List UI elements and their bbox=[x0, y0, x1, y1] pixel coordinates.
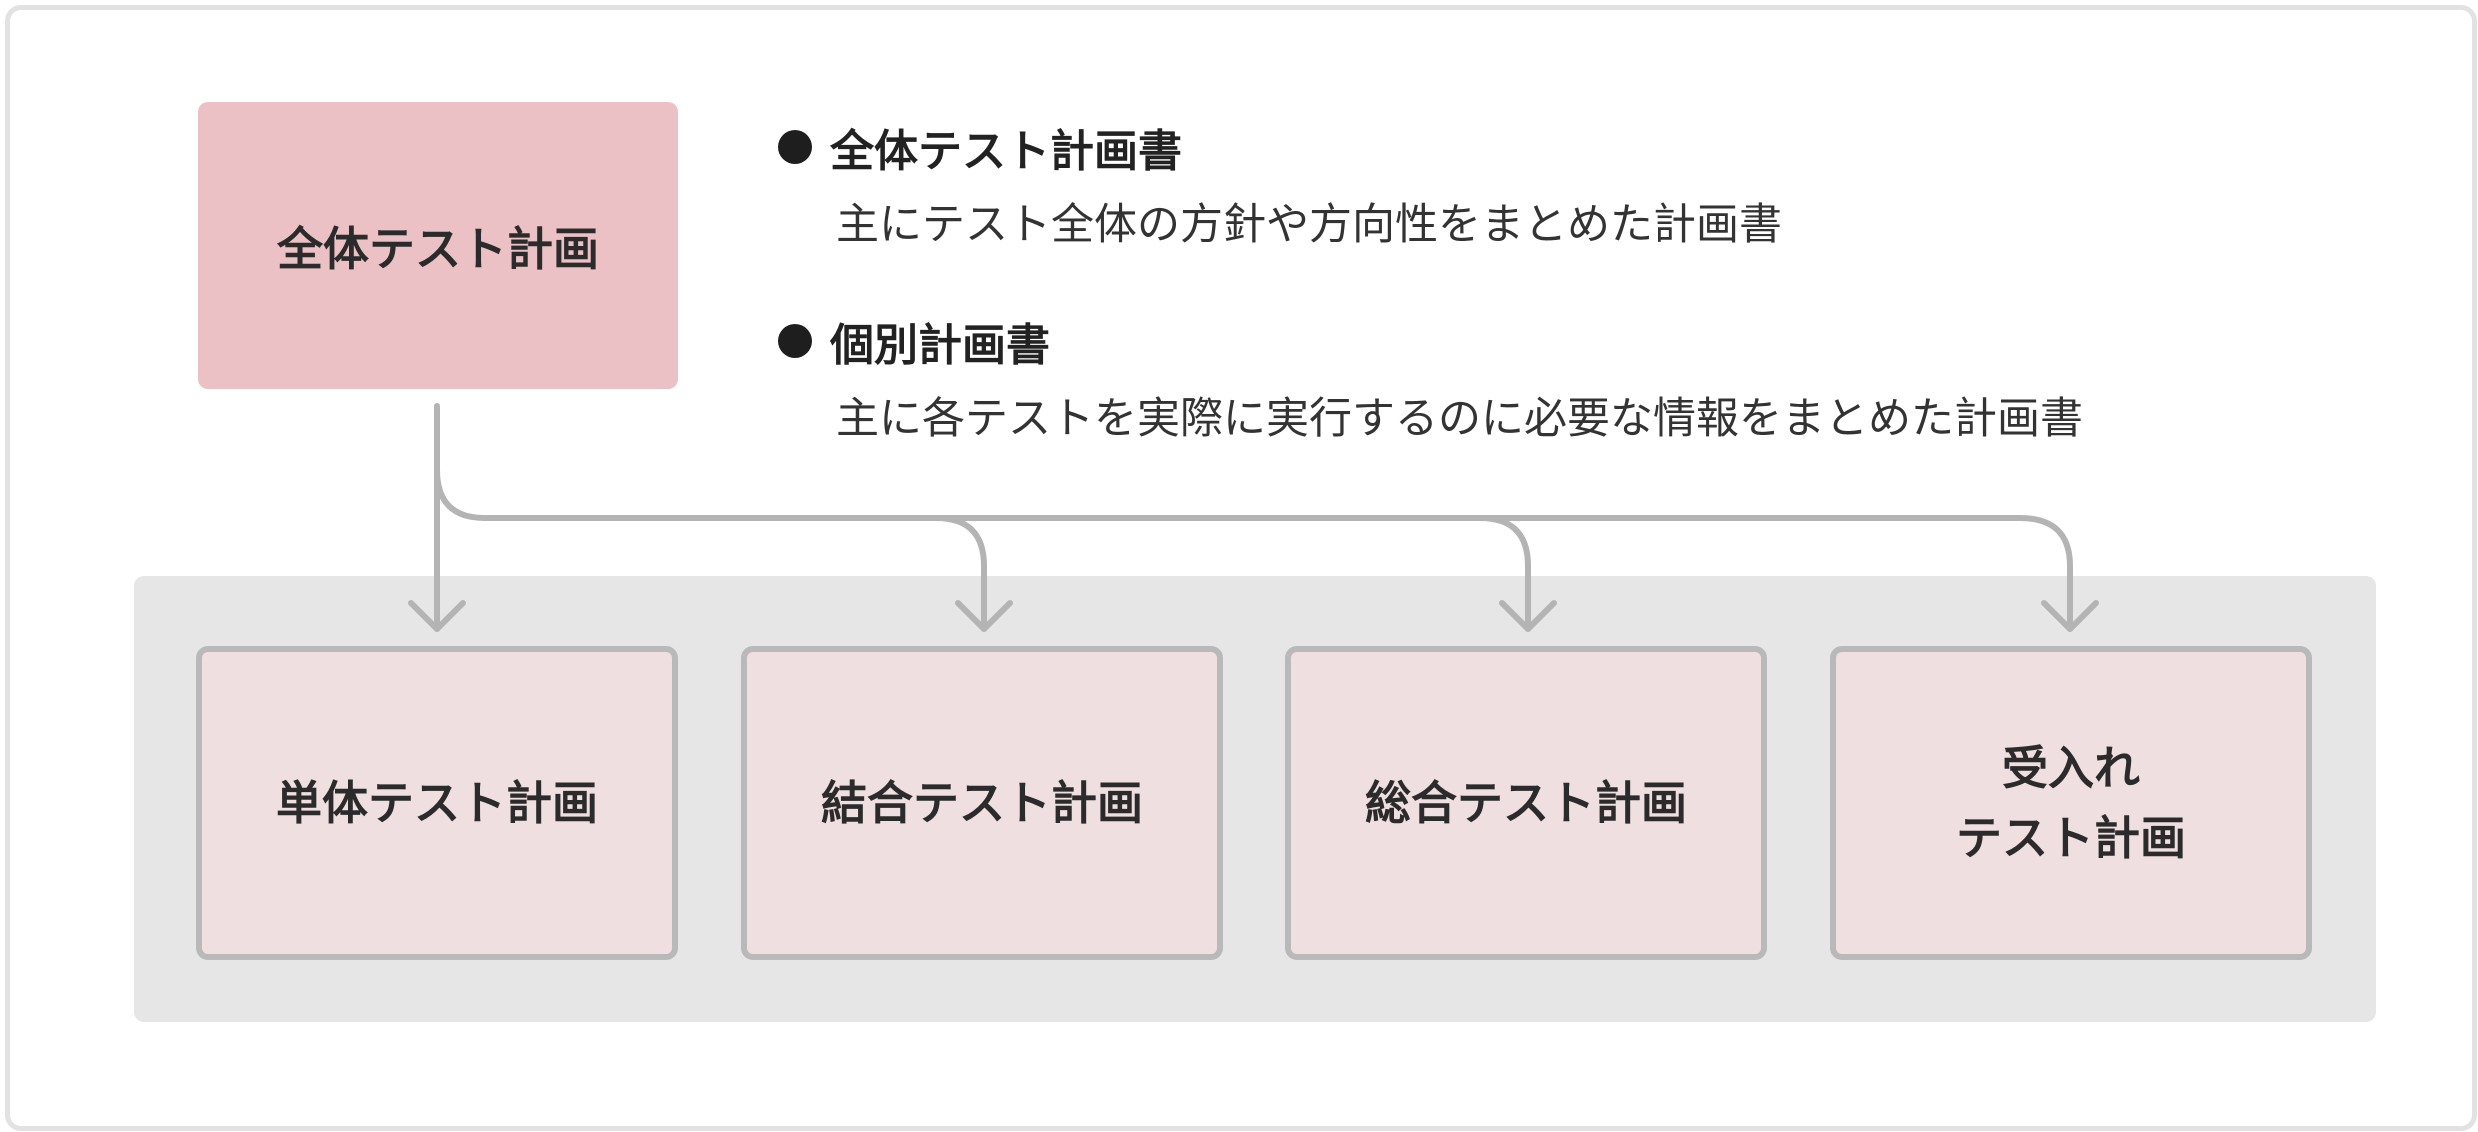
top-node-label: 全体テスト計画 bbox=[277, 221, 599, 276]
child-node-integration-test-plan: 結合テスト計画 bbox=[741, 646, 1223, 960]
child-node-label: 結合テスト計画 bbox=[821, 776, 1143, 830]
legend-title: 個別計画書 bbox=[830, 320, 1050, 371]
child-node-label: 単体テスト計画 bbox=[276, 776, 598, 830]
child-node-unit-test-plan: 単体テスト計画 bbox=[196, 646, 678, 960]
child-node-label-line-1: 受入れ bbox=[2002, 741, 2140, 795]
legend-item-overall-plan: 全体テスト計画書 主にテスト全体の方針や方向性をまとめた計画書 bbox=[778, 119, 2278, 253]
legend-description: 主に各テストを実際に実行するのに必要な情報をまとめた計画書 bbox=[836, 394, 2083, 444]
legend-description: 主にテスト全体の方針や方向性をまとめた計画書 bbox=[836, 200, 1782, 250]
child-node-label-line-2: テスト計画 bbox=[1956, 811, 2186, 865]
child-node-acceptance-test-plan: 受入れ テスト計画 bbox=[1830, 646, 2312, 960]
bullet-icon bbox=[778, 324, 812, 358]
legend-title: 全体テスト計画書 bbox=[830, 126, 1182, 177]
top-node-overall-test-plan: 全体テスト計画 bbox=[198, 102, 678, 389]
child-node-system-test-plan: 総合テスト計画 bbox=[1285, 646, 1767, 960]
bullet-icon bbox=[778, 130, 812, 164]
legend-item-individual-plan: 個別計画書 主に各テストを実際に実行するのに必要な情報をまとめた計画書 bbox=[778, 313, 2278, 447]
child-node-label: 総合テスト計画 bbox=[1365, 776, 1687, 830]
